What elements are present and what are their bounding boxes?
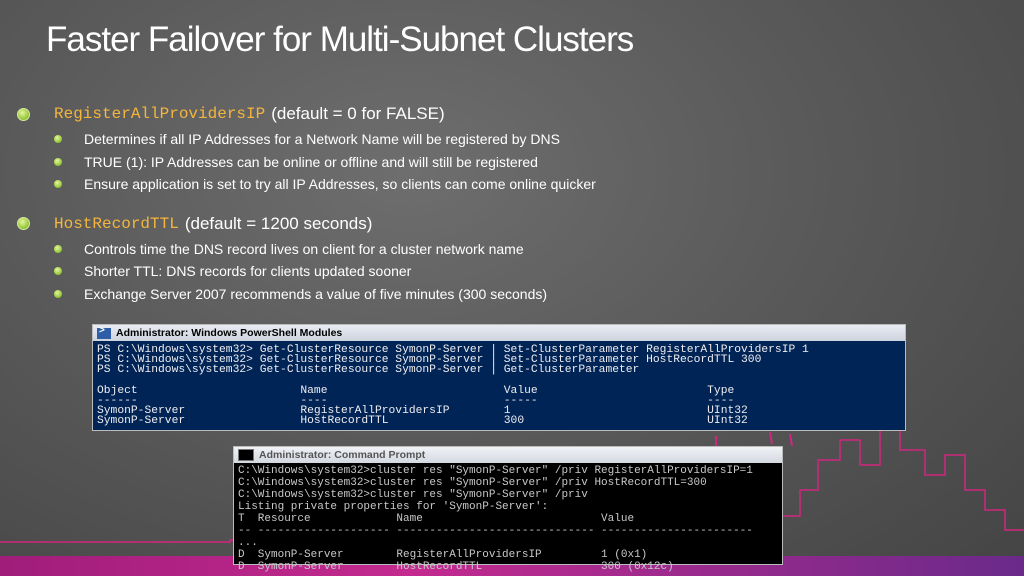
cmd-icon bbox=[238, 449, 254, 461]
powershell-line: PS C:\Windows\system32> Get-ClusterResou… bbox=[97, 354, 762, 367]
powershell-line: PS C:\Windows\system32> Get-ClusterResou… bbox=[97, 344, 809, 356]
cmd-line: ... bbox=[238, 537, 258, 549]
cmd-line: Listing private properties for 'SymonP-S… bbox=[238, 501, 549, 513]
sub-bullet-text: Shorter TTL: DNS records for clients upd… bbox=[84, 263, 412, 280]
cmd-titlebar[interactable]: Administrator: Command Prompt bbox=[234, 447, 782, 463]
bullet-icon bbox=[54, 157, 62, 166]
cmd-line: C:\Windows\system32>cluster res "SymonP-… bbox=[238, 465, 753, 477]
sub-bullet-text: Controls time the DNS record lives on cl… bbox=[84, 240, 524, 257]
sub-bullet: Determines if all IP Addresses for a Net… bbox=[16, 128, 1006, 151]
sub-bullet: Exchange Server 2007 recommends a value … bbox=[16, 283, 1006, 306]
cmd-line: D SymonP-Server RegisterAllProvidersIP 1… bbox=[238, 549, 648, 561]
bullet-icon bbox=[17, 217, 30, 230]
cmd-line: C:\Windows\system32>cluster res "SymonP-… bbox=[238, 477, 707, 489]
sub-bullet: Shorter TTL: DNS records for clients upd… bbox=[16, 260, 1006, 283]
parameter-default: (default = 0 for FALSE) bbox=[271, 104, 445, 123]
cmd-line: T Resource Name Value bbox=[238, 513, 635, 525]
bullet-icon bbox=[54, 244, 62, 253]
cmd-title: Administrator: Command Prompt bbox=[259, 449, 426, 461]
bullet-icon bbox=[54, 135, 62, 144]
powershell-console[interactable]: PS C:\Windows\system32> Get-ClusterResou… bbox=[93, 341, 905, 427]
powershell-icon bbox=[97, 325, 111, 339]
powershell-line: PS C:\Windows\system32> Get-ClusterResou… bbox=[97, 364, 640, 377]
parameter-name: RegisterAllProvidersIP bbox=[54, 105, 266, 123]
sub-bullet: TRUE (1): IP Addresses can be online or … bbox=[16, 151, 1006, 174]
sub-bullet-text: Exchange Server 2007 recommends a value … bbox=[84, 285, 548, 302]
sub-bullet-text: Determines if all IP Addresses for a Net… bbox=[84, 131, 560, 148]
bullet-icon bbox=[17, 107, 30, 121]
powershell-line: SymonP-Server RegisterAllProvidersIP 1 U… bbox=[97, 405, 748, 418]
bullet-host-record-ttl: HostRecordTTL (default = 1200 seconds) bbox=[16, 210, 1006, 238]
parameter-name: HostRecordTTL bbox=[54, 214, 179, 233]
bullet-list: RegisterAllProvidersIP (default = 0 for … bbox=[16, 100, 1006, 305]
cmd-line: D SymonP-Server HostRecordTTL 300 (0x12c… bbox=[238, 561, 674, 573]
skyline-decoration bbox=[0, 429, 1024, 543]
parameter-default: (default = 1200 seconds) bbox=[184, 213, 373, 233]
sub-bullet: Ensure application is set to try all IP … bbox=[16, 173, 1006, 196]
powershell-line: SymonP-Server HostRecordTTL 300 UInt32 bbox=[97, 415, 748, 428]
cmd-line: -- -------------------- ----------------… bbox=[238, 525, 753, 537]
cmd-console[interactable]: C:\Windows\system32>cluster res "SymonP-… bbox=[234, 463, 782, 573]
powershell-title: Administrator: Windows PowerShell Module… bbox=[116, 327, 343, 339]
slide-title: Faster Failover for Multi-Subnet Cluster… bbox=[46, 20, 634, 59]
cmd-window[interactable]: Administrator: Command Prompt C:\Windows… bbox=[234, 447, 782, 573]
bullet-icon bbox=[54, 267, 62, 276]
sub-bullet: Controls time the DNS record lives on cl… bbox=[16, 238, 1006, 261]
bullet-icon bbox=[54, 289, 62, 298]
bullet-register-all-providers-ip: RegisterAllProvidersIP (default = 0 for … bbox=[16, 100, 1006, 128]
powershell-line: ------ ---- ----- ---- bbox=[97, 395, 735, 408]
powershell-titlebar[interactable]: Administrator: Windows PowerShell Module… bbox=[93, 325, 905, 341]
powershell-line: Object Name Value Type bbox=[97, 384, 735, 397]
cmd-line: C:\Windows\system32>cluster res "SymonP-… bbox=[238, 489, 588, 501]
sub-bullet-text: Ensure application is set to try all IP … bbox=[84, 176, 596, 193]
sub-bullet-text: TRUE (1): IP Addresses can be online or … bbox=[84, 153, 538, 170]
powershell-window[interactable]: Administrator: Windows PowerShell Module… bbox=[93, 325, 905, 430]
bullet-icon bbox=[54, 180, 62, 189]
